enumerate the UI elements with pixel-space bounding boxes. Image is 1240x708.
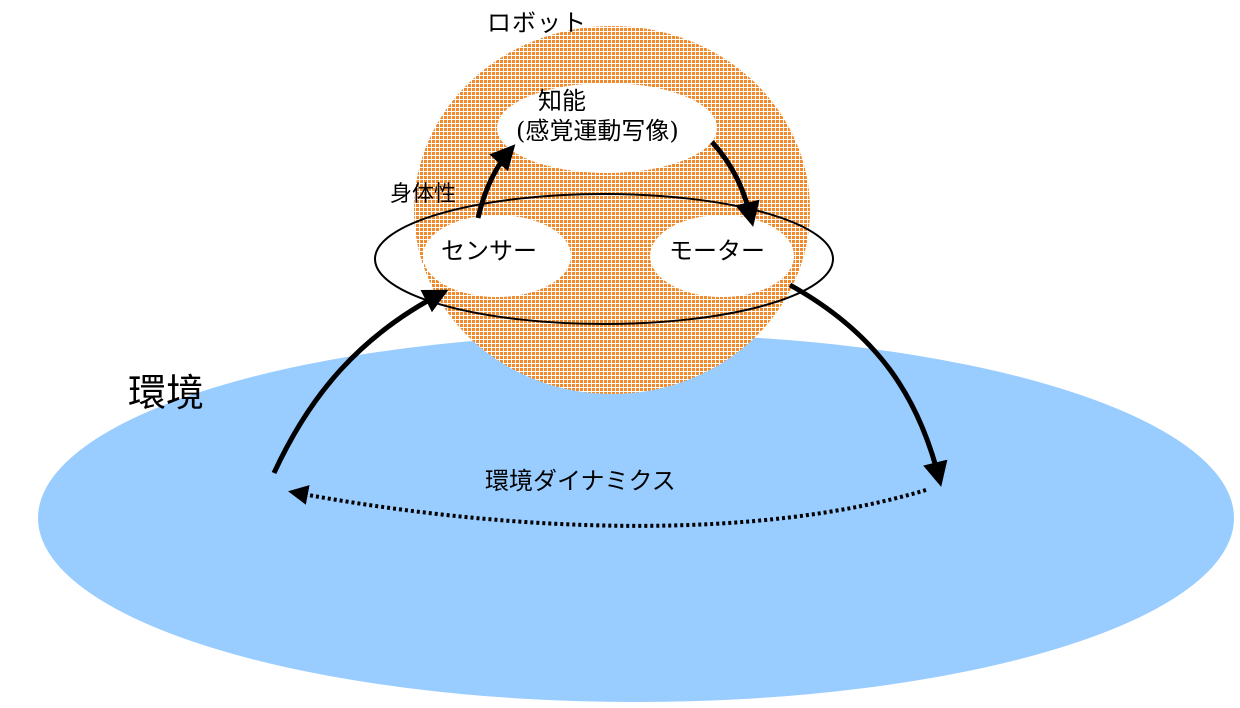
sensor-to-intelligence-arrow — [475, 144, 516, 219]
intelligence-ellipse — [497, 83, 717, 173]
environment-to-sensor-arrow — [271, 289, 449, 475]
motor-label: モーター — [669, 237, 765, 265]
intelligence-label: 知能 (感覚運動写像) — [516, 86, 716, 146]
intelligence-label-line2: (感覚運動写像) — [516, 117, 679, 145]
intelligence-label-line1: 知能 — [538, 87, 586, 115]
environment-ellipse — [38, 334, 1234, 702]
environment-label: 環境 — [128, 371, 205, 415]
sensor-ellipse — [423, 215, 571, 297]
environment-dynamics-arrow — [288, 485, 927, 528]
motor-to-environment-arrow — [788, 282, 948, 487]
robot-label: ロボット — [487, 9, 587, 37]
embodiment-label: 身体性 — [390, 182, 457, 207]
intelligence-to-motor-arrow — [710, 140, 760, 227]
sensor-label: センサー — [441, 237, 537, 265]
embodiment-ring — [374, 193, 834, 325]
motor-ellipse — [650, 215, 794, 297]
environment-dynamics-label: 環境ダイナミクス — [485, 467, 676, 495]
